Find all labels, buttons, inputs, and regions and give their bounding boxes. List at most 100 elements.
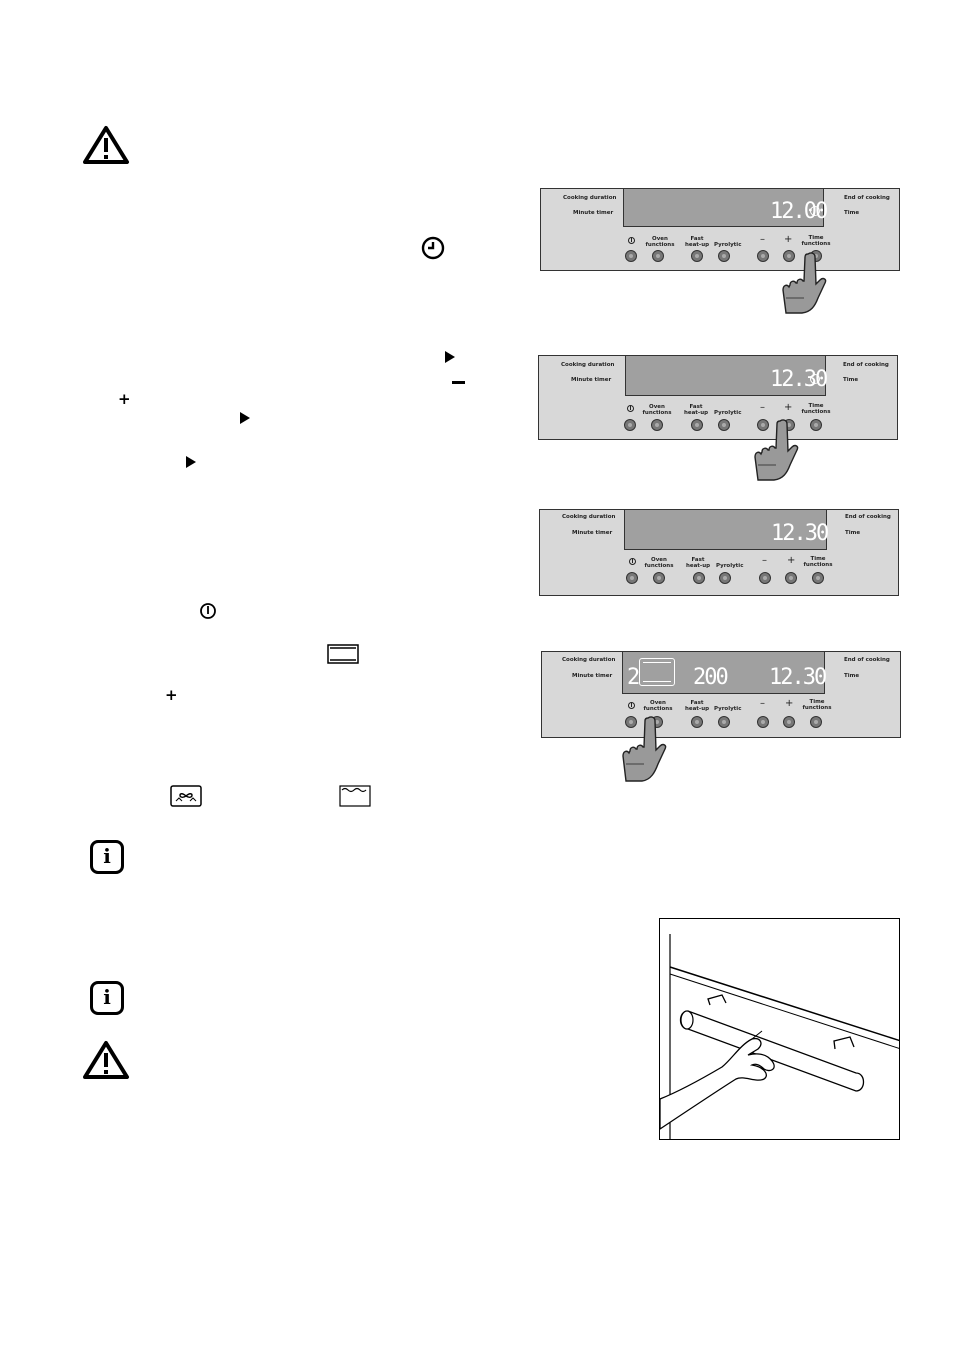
pyrolytic-button[interactable] (719, 572, 731, 584)
time-functions-button[interactable] (812, 572, 824, 584)
oven-functions-button[interactable] (651, 419, 663, 431)
plus-symbol: + (165, 686, 178, 704)
minus-symbol (452, 381, 465, 384)
end-of-cooking-label: End of cooking (844, 657, 890, 663)
oven-functions-button[interactable] (653, 572, 665, 584)
fast-heat-up-label: Fast heat-up (684, 236, 710, 248)
oven-functions-label: Oven functions (644, 557, 674, 569)
pyrolytic-label: Pyrolytic (716, 563, 744, 569)
plus-button[interactable] (783, 716, 795, 728)
minus-label: – (760, 698, 765, 709)
minus-button[interactable] (757, 250, 769, 262)
plus-label: + (784, 234, 793, 245)
minute-timer-label: Minute timer (572, 530, 613, 536)
end-of-cooking-label: End of cooking (843, 362, 889, 368)
minute-timer-label: Minute timer (572, 673, 613, 679)
display-shelf-level: 2 (627, 665, 640, 690)
plus-button[interactable] (785, 572, 797, 584)
clock-icon (421, 236, 445, 260)
display-heating-icon (639, 658, 675, 686)
display-screen: 12.30 (625, 356, 828, 396)
pyrolytic-label: Pyrolytic (714, 242, 742, 248)
power-icon (200, 603, 216, 619)
plus-label: + (787, 555, 796, 566)
cooking-duration-label: Cooking duration (562, 657, 616, 663)
time-functions-label: Time functions (801, 235, 831, 247)
minute-timer-label: Minute timer (573, 210, 614, 216)
time-functions-label: Time functions (802, 699, 832, 711)
display-temperature: 200 (693, 665, 729, 690)
minute-timer-label: Minute timer (571, 377, 612, 383)
pyrolytic-button[interactable] (718, 716, 730, 728)
time-functions-label: Time functions (803, 556, 833, 568)
oven-functions-label: Oven functions (643, 700, 673, 712)
plus-symbol: + (118, 390, 131, 408)
oven-functions-button[interactable] (652, 250, 664, 262)
minus-label: – (760, 234, 765, 245)
pressing-finger-illustration (754, 419, 799, 481)
info-icon: i (90, 981, 124, 1015)
info-icon: i (90, 840, 124, 874)
pyrolytic-label: Pyrolytic (714, 410, 742, 416)
time-functions-label: Time functions (801, 403, 831, 415)
time-label: Time (844, 210, 860, 216)
pressing-finger-illustration (622, 716, 667, 782)
play-arrow-icon (445, 351, 455, 363)
power-icon (627, 405, 634, 412)
top-heat-icon (339, 785, 371, 807)
control-panel: Cooking duration Minute timer End of coo… (540, 188, 900, 271)
power-button[interactable] (626, 572, 638, 584)
plus-label: + (785, 698, 794, 709)
end-of-cooking-label: End of cooking (845, 514, 891, 520)
pressing-finger-illustration (782, 252, 827, 314)
display-clock-icon (810, 206, 820, 216)
oven-door-illustration (659, 918, 900, 1140)
minus-button[interactable] (757, 419, 769, 431)
fast-heat-up-button[interactable] (691, 419, 703, 431)
fast-heat-up-button[interactable] (693, 572, 705, 584)
fast-heat-up-label: Fast heat-up (684, 700, 710, 712)
play-arrow-icon (240, 412, 250, 424)
fast-heat-up-label: Fast heat-up (683, 404, 709, 416)
fast-heat-up-button[interactable] (691, 250, 703, 262)
fast-heat-up-label: Fast heat-up (685, 557, 711, 569)
minus-label: – (762, 555, 767, 566)
time-functions-button[interactable] (810, 419, 822, 431)
cooking-duration-label: Cooking duration (562, 514, 616, 520)
minus-button[interactable] (757, 716, 769, 728)
power-button[interactable] (625, 716, 637, 728)
power-icon (628, 702, 635, 709)
pyrolytic-button[interactable] (718, 250, 730, 262)
pyrolytic-button[interactable] (718, 419, 730, 431)
time-label: Time (843, 377, 859, 383)
display-time: 12.30 (771, 521, 829, 546)
pyrolytic-label: Pyrolytic (714, 706, 742, 712)
minus-label: – (760, 402, 765, 413)
oven-functions-label: Oven functions (642, 404, 672, 416)
time-label: Time (844, 673, 860, 679)
power-button[interactable] (625, 250, 637, 262)
power-button[interactable] (624, 419, 636, 431)
minus-button[interactable] (759, 572, 771, 584)
time-label: Time (845, 530, 861, 536)
control-panel: Cooking duration Minute timer End of coo… (538, 355, 898, 440)
play-arrow-icon (186, 456, 196, 468)
oven-functions-label: Oven functions (645, 236, 675, 248)
power-icon (629, 558, 636, 565)
plus-label: + (784, 402, 793, 413)
cooking-duration-label: Cooking duration (563, 195, 617, 201)
power-icon (628, 237, 635, 244)
end-of-cooking-label: End of cooking (844, 195, 890, 201)
time-functions-button[interactable] (810, 716, 822, 728)
display-clock-icon (810, 374, 820, 384)
fast-heat-up-button[interactable] (691, 716, 703, 728)
warning-triangle-icon (83, 126, 129, 164)
display-screen: 12.00 (623, 189, 828, 227)
warning-triangle-icon (83, 1041, 129, 1079)
display-screen: 12.30 (624, 510, 829, 550)
plus-button[interactable] (783, 250, 795, 262)
control-panel: Cooking duration Minute timer End of coo… (541, 651, 901, 738)
fan-grill-icon (170, 785, 202, 807)
cooking-duration-label: Cooking duration (561, 362, 615, 368)
conventional-heating-icon (327, 644, 359, 664)
